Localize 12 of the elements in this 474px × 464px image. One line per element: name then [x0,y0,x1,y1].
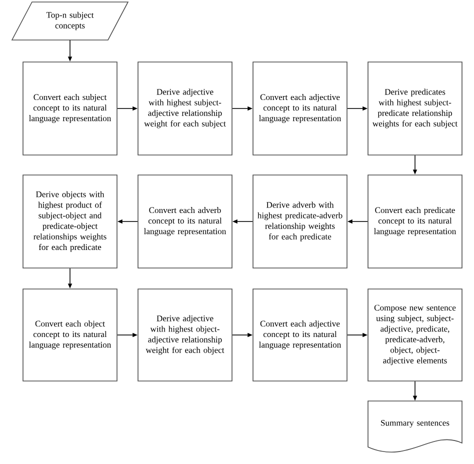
process-box: Convert each subject concept to its natural language representation [22,62,118,156]
process-box: Derive adverb with highest predicate-adverb relationship weights for each predicate [252,174,348,268]
process-box: Convert each object concept to its natural language representation [22,288,118,382]
process-box: Convert each adverb concept to its natural language representation [138,174,232,268]
process-box: Convert each adjective concept to its natural language representation [252,288,348,382]
process-box: Derive objects with highest product of subject-object and predicate-object relationships weights for each predicate [22,174,118,268]
process-box: Compose new sentence using subject, subject-adjective, predicate, predicate-adverb, object, object-adjective elements [368,288,462,382]
process-box: Convert each adjective concept to its natural language representation [252,62,348,156]
process-box: Convert each predicate concept to its natural language representation [368,174,462,268]
process-box: Derive predicates with highest subject-predicate relationship weights for each subject [368,62,462,156]
process-box: Derive adjective with highest object-adjective relationship weight for each object [138,288,232,382]
process-box: Derive adjective with highest subject-adjective relationship weight for each subject [138,62,232,156]
